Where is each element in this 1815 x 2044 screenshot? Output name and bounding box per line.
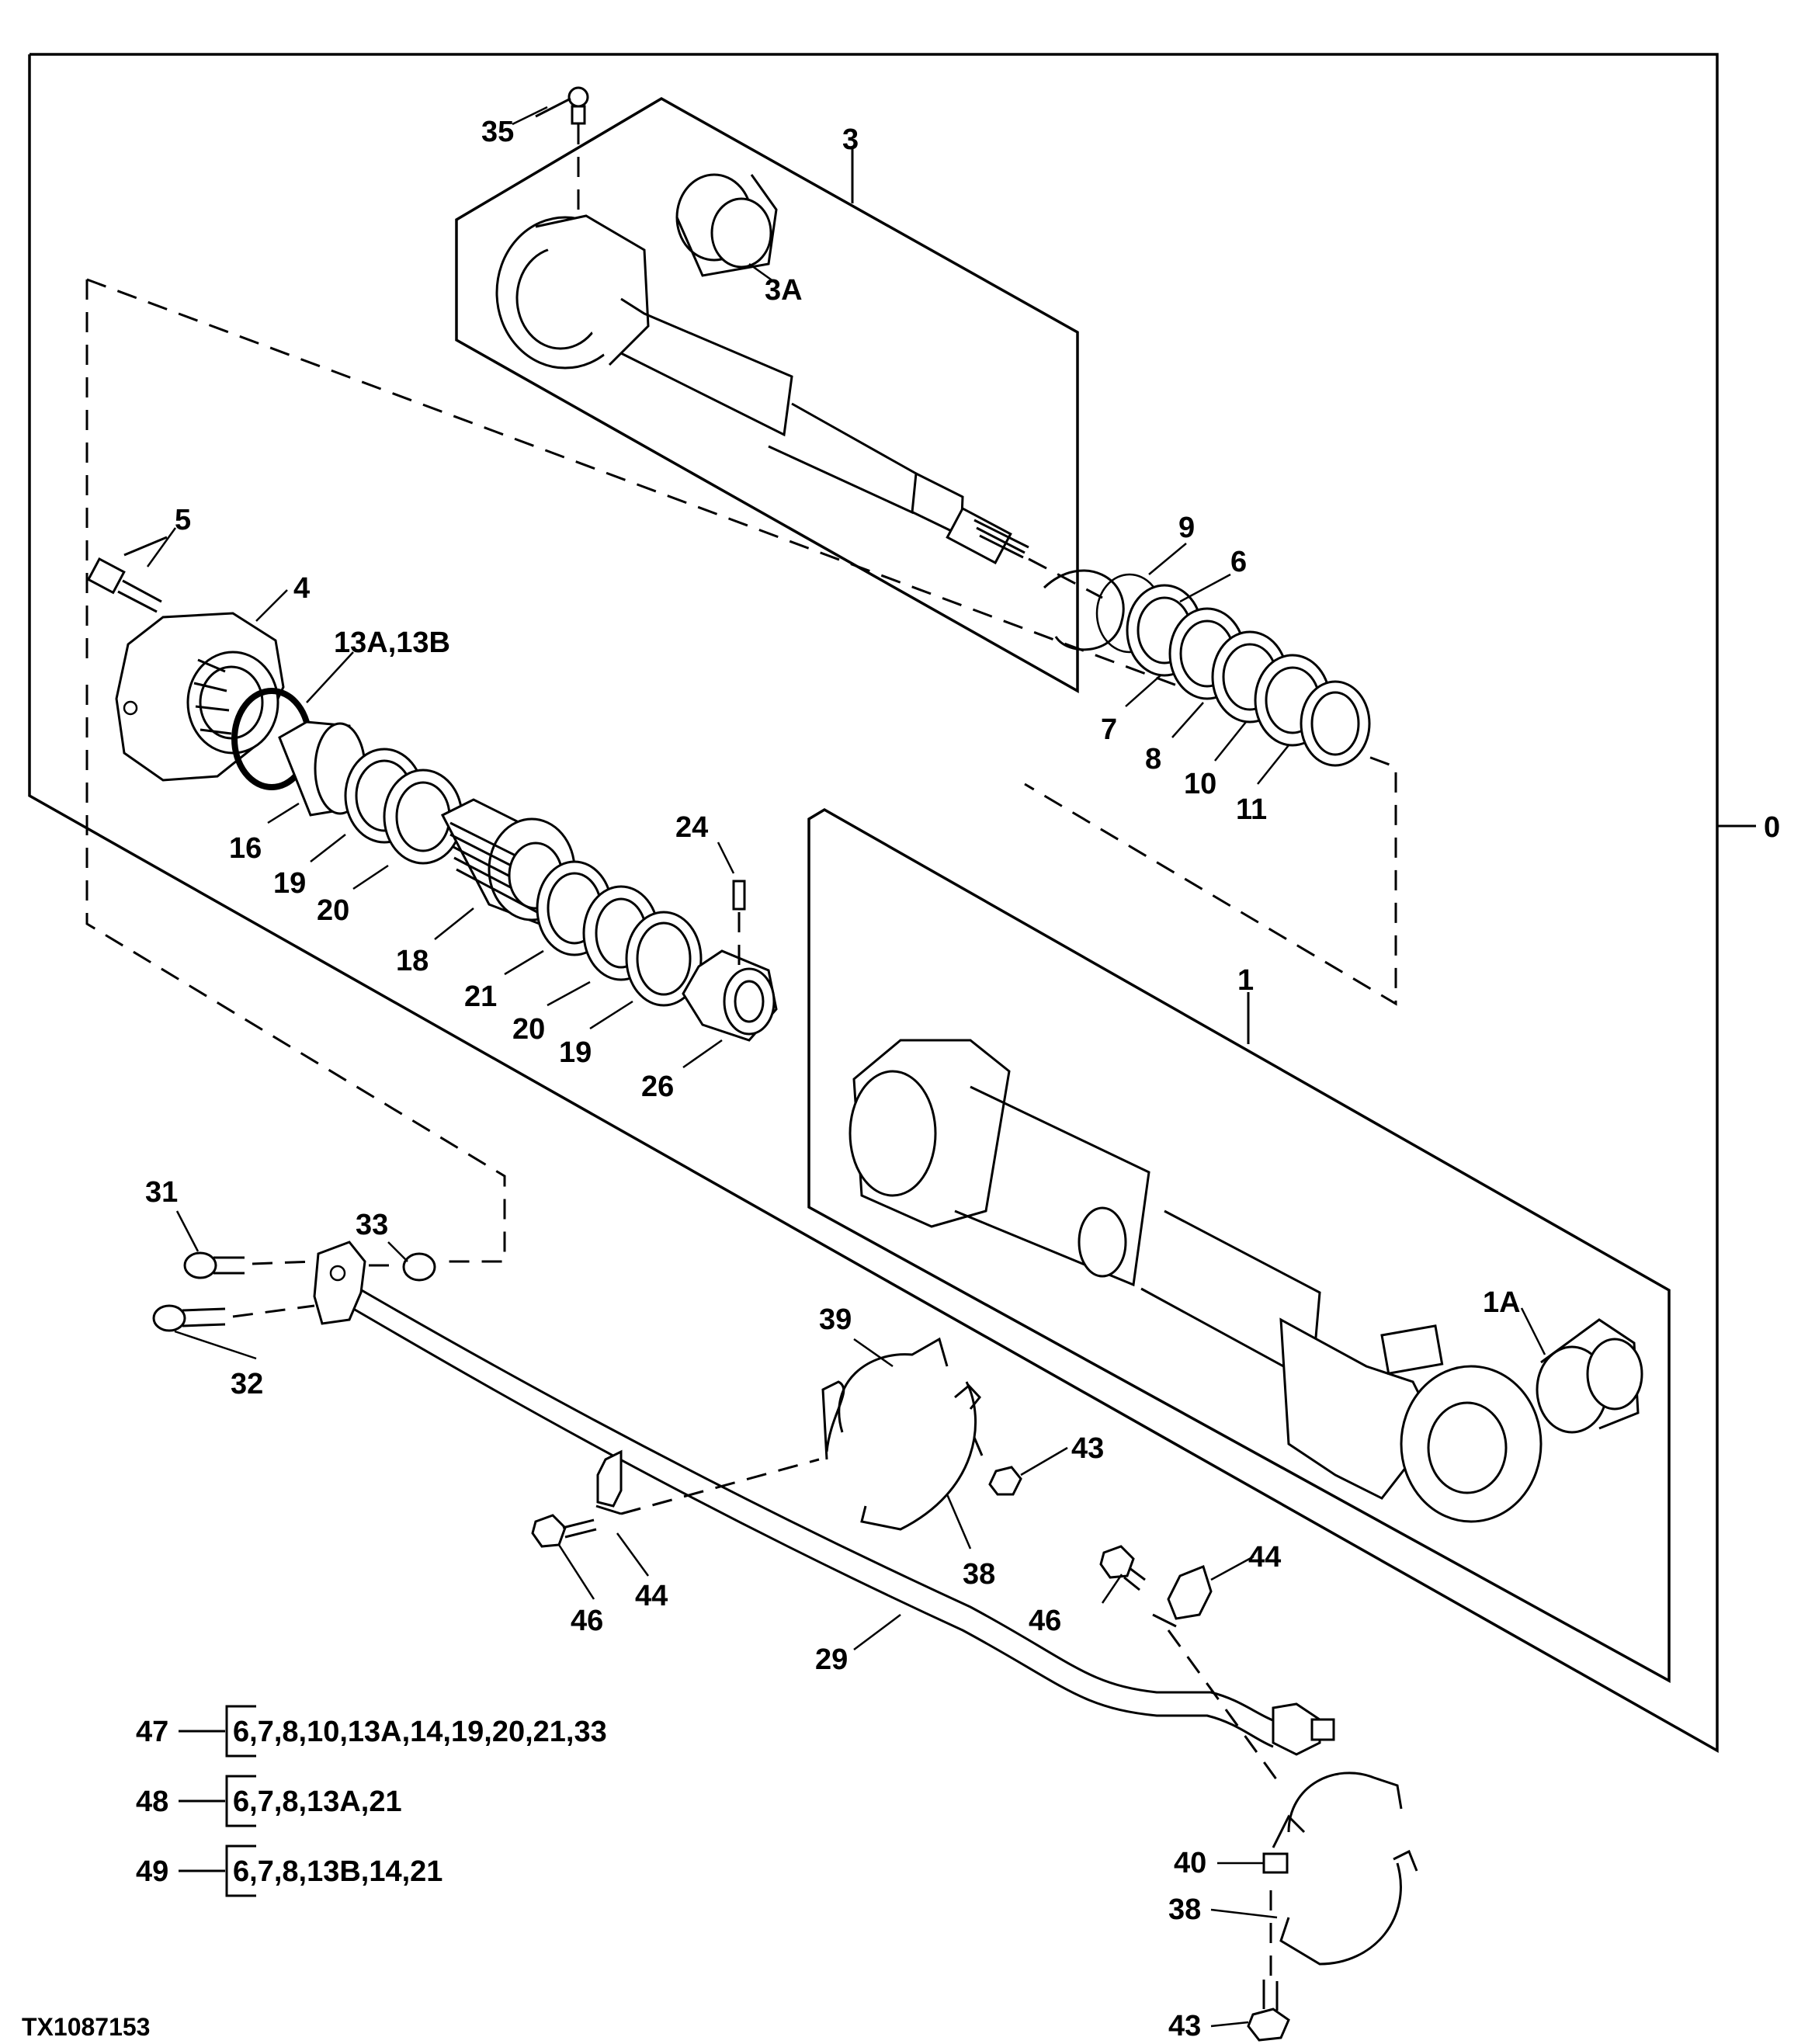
assembly-outline bbox=[28, 53, 1719, 1754]
callout-40: 40 bbox=[1174, 1847, 1206, 1879]
seal-stack-right bbox=[536, 860, 703, 1007]
piston-ring-set bbox=[1043, 569, 1371, 767]
clamp-bolt-lower bbox=[1247, 1879, 1290, 2042]
head-bolt bbox=[86, 536, 168, 613]
svg-text:6,7,8,13A,21: 6,7,8,13A,21 bbox=[233, 1785, 402, 1818]
rod-group-box bbox=[455, 96, 1079, 693]
kit-row-47: 47 6,7,8,10,13A,14,19,20,21,33 bbox=[136, 1705, 607, 1758]
callout-44a: 44 bbox=[635, 1580, 668, 1612]
callout-46a: 46 bbox=[571, 1605, 603, 1637]
callout-labels: 0 35 3 3A 5 4 13A,13B 9 6 7 8 10 11 16 1… bbox=[145, 116, 1780, 2042]
callout-20a: 20 bbox=[317, 894, 349, 927]
piston bbox=[440, 798, 576, 926]
cylinder-barrel bbox=[849, 1039, 1543, 1523]
callout-38b: 38 bbox=[1168, 1893, 1201, 1926]
half-clamp-left bbox=[595, 1449, 623, 1515]
flange-bolt-upper bbox=[183, 1251, 315, 1279]
callout-1a: 1A bbox=[1483, 1286, 1521, 1319]
callout-10: 10 bbox=[1184, 768, 1216, 800]
piston-nut bbox=[682, 949, 778, 1042]
flange-o-ring bbox=[402, 1252, 436, 1282]
svg-text:47: 47 bbox=[136, 1716, 168, 1748]
callout-44b: 44 bbox=[1248, 1541, 1281, 1574]
callout-16: 16 bbox=[229, 832, 262, 865]
callout-29: 29 bbox=[815, 1643, 848, 1676]
line-flange bbox=[313, 1241, 366, 1325]
flange-bolt-lower bbox=[152, 1304, 315, 1332]
callout-7: 7 bbox=[1101, 713, 1117, 746]
callout-5: 5 bbox=[175, 504, 191, 536]
callout-11: 11 bbox=[1236, 793, 1267, 826]
callout-46b: 46 bbox=[1029, 1605, 1061, 1637]
callout-24: 24 bbox=[675, 811, 708, 844]
callout-39: 39 bbox=[819, 1303, 852, 1336]
svg-text:48: 48 bbox=[136, 1785, 168, 1818]
callout-8: 8 bbox=[1145, 743, 1161, 776]
cylinder-head bbox=[115, 612, 285, 782]
callout-0: 0 bbox=[1764, 811, 1780, 844]
callout-3a: 3A bbox=[765, 274, 803, 307]
seal-stack-left bbox=[344, 748, 463, 865]
barrel-bushing bbox=[1536, 1318, 1643, 1434]
barrel-group-box bbox=[807, 807, 1671, 1683]
kit-list: 47 6,7,8,10,13A,14,19,20,21,33 48 6,7,8,… bbox=[136, 1705, 607, 1897]
kit-row-49: 49 6,7,8,13B,14,21 bbox=[136, 1844, 442, 1897]
callout-6: 6 bbox=[1230, 546, 1247, 578]
callout-19a: 19 bbox=[273, 867, 306, 900]
callout-35: 35 bbox=[481, 116, 514, 148]
callout-1: 1 bbox=[1237, 964, 1254, 997]
rod-bushing bbox=[675, 173, 778, 277]
callout-38a: 38 bbox=[963, 1558, 995, 1591]
grease-fitting bbox=[535, 86, 589, 219]
line-clamp-lower bbox=[1272, 1772, 1418, 1966]
clamp-nut-lower bbox=[1262, 1852, 1289, 1874]
kit-row-48: 48 6,7,8,13A,21 bbox=[136, 1775, 402, 1827]
clamp-bolt-upper bbox=[969, 1428, 1022, 1496]
svg-text:6,7,8,10,13A,14,19,20,21,33: 6,7,8,10,13A,14,19,20,21,33 bbox=[233, 1716, 607, 1748]
callout-26: 26 bbox=[641, 1071, 674, 1103]
set-screw bbox=[732, 880, 746, 911]
callout-43b: 43 bbox=[1168, 2010, 1201, 2042]
callout-21: 21 bbox=[464, 980, 497, 1013]
callout-33: 33 bbox=[356, 1209, 388, 1241]
callout-32: 32 bbox=[231, 1368, 263, 1400]
callout-18: 18 bbox=[396, 945, 429, 977]
hydraulic-line bbox=[345, 1279, 1335, 1756]
svg-text:49: 49 bbox=[136, 1855, 168, 1888]
half-clamp-right bbox=[1152, 1565, 1213, 1628]
callout-3: 3 bbox=[842, 123, 859, 156]
leader-lines bbox=[146, 106, 1546, 2028]
callout-43a: 43 bbox=[1071, 1432, 1104, 1465]
callout-19b: 19 bbox=[559, 1036, 592, 1069]
piston-rod bbox=[495, 214, 1029, 564]
clamp-bolt-left bbox=[531, 1514, 597, 1548]
clamp-bolt-right bbox=[1099, 1545, 1146, 1591]
callout-13: 13A,13B bbox=[334, 626, 450, 659]
line-clamp-upper bbox=[620, 1337, 981, 1531]
callout-31: 31 bbox=[145, 1176, 178, 1209]
svg-text:6,7,8,13B,14,21: 6,7,8,13B,14,21 bbox=[233, 1855, 442, 1888]
callout-20b: 20 bbox=[512, 1013, 545, 1046]
figure-code: TX1087153 bbox=[22, 2013, 150, 2041]
callout-9: 9 bbox=[1178, 512, 1195, 544]
callout-4: 4 bbox=[293, 572, 310, 605]
